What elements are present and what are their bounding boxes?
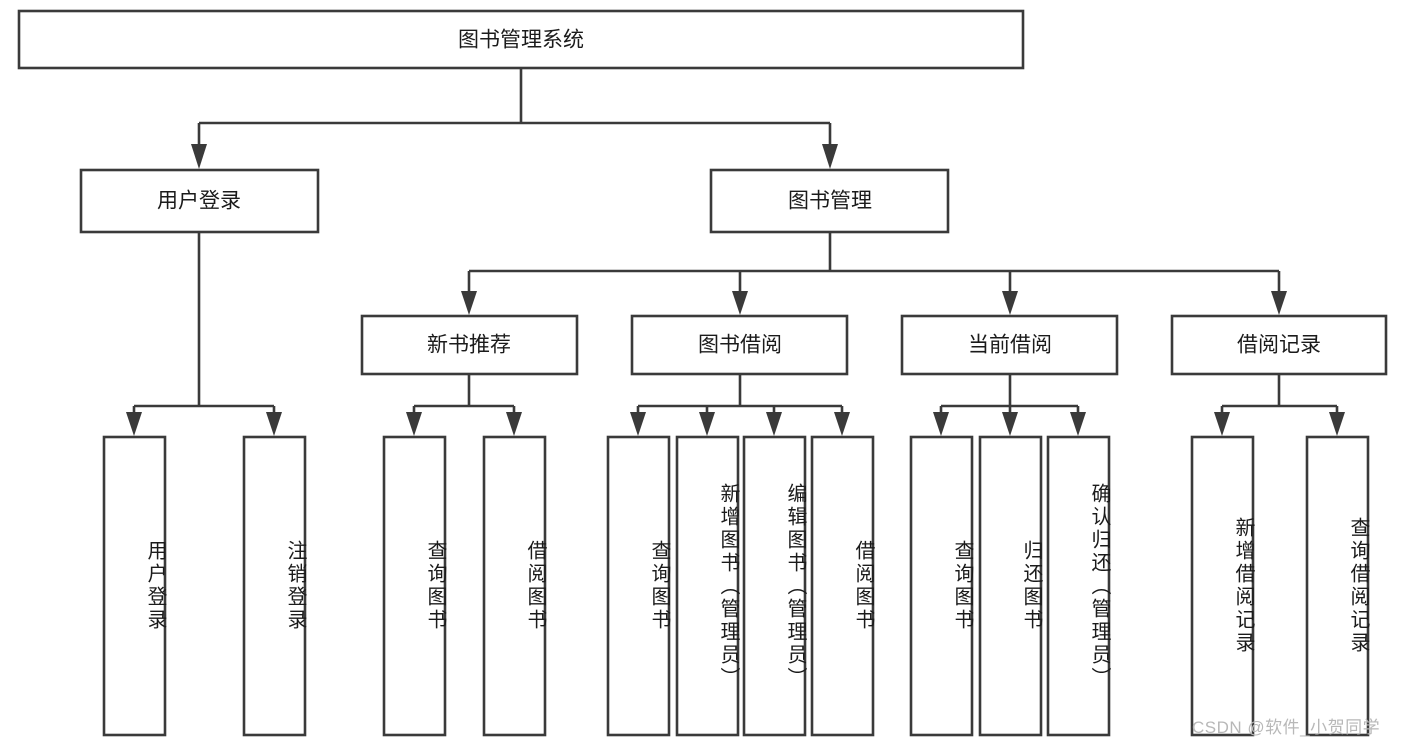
connector-root-to-level2 — [191, 68, 838, 169]
connector-bookborrow-to-leaves — [630, 374, 850, 436]
leaf-box-bookborrow-3[interactable] — [810, 435, 875, 737]
node-borrow-record[interactable]: 借阅记录 — [1170, 314, 1388, 376]
leaf-box-bookborrow-2[interactable] — [742, 435, 807, 737]
node-root-label: 图书管理系统 — [458, 29, 584, 52]
leaf-box-bookborrow-1[interactable] — [675, 435, 740, 737]
node-new-book-recommend-label: 新书推荐 — [427, 334, 511, 357]
leaf-box-borrowrecord-1[interactable] — [1305, 435, 1370, 737]
connector-newbook-to-leaves — [406, 374, 522, 436]
leaf-box-currentborrow-2[interactable] — [1046, 435, 1111, 737]
connector-userlogin-to-leaves — [126, 232, 282, 436]
node-book-management[interactable]: 图书管理 — [709, 168, 950, 234]
csdn-watermark: CSDN @软件_小贺同学 — [1192, 718, 1381, 737]
leaf-box-user-login-1[interactable] — [242, 435, 307, 737]
node-book-borrow[interactable]: 图书借阅 — [630, 314, 849, 376]
leaf-box-bookborrow-0[interactable] — [606, 435, 671, 737]
leaf-boxes-user-login — [102, 435, 307, 737]
leaf-box-currentborrow-1[interactable] — [978, 435, 1043, 737]
leaf-boxes-new-book-recommend — [382, 435, 547, 737]
leaf-box-newbook-1[interactable] — [482, 435, 547, 737]
leaf-box-currentborrow-0[interactable] — [909, 435, 974, 737]
node-new-book-recommend[interactable]: 新书推荐 — [360, 314, 579, 376]
node-current-borrow-label: 当前借阅 — [968, 334, 1052, 357]
connector-bookmgmt-to-level3 — [461, 232, 1287, 315]
node-borrow-record-label: 借阅记录 — [1237, 334, 1321, 357]
leaf-box-user-login-0[interactable] — [102, 435, 167, 737]
connector-borrowrecord-to-leaves — [1214, 374, 1345, 436]
node-user-login-label: 用户登录 — [157, 190, 241, 213]
leaf-box-newbook-0[interactable] — [382, 435, 447, 737]
leaf-boxes-current-borrow — [909, 435, 1111, 737]
leaf-box-borrowrecord-0[interactable] — [1190, 435, 1255, 737]
node-book-borrow-label: 图书借阅 — [698, 334, 782, 357]
node-current-borrow[interactable]: 当前借阅 — [900, 314, 1119, 376]
connector-currentborrow-to-leaves — [933, 374, 1086, 436]
node-user-login[interactable]: 用户登录 — [79, 168, 320, 234]
node-book-management-label: 图书管理 — [788, 190, 872, 213]
leaf-boxes-book-borrow — [606, 435, 875, 737]
node-root[interactable]: 图书管理系统 — [17, 9, 1025, 70]
leaf-boxes-borrow-record — [1190, 435, 1370, 737]
